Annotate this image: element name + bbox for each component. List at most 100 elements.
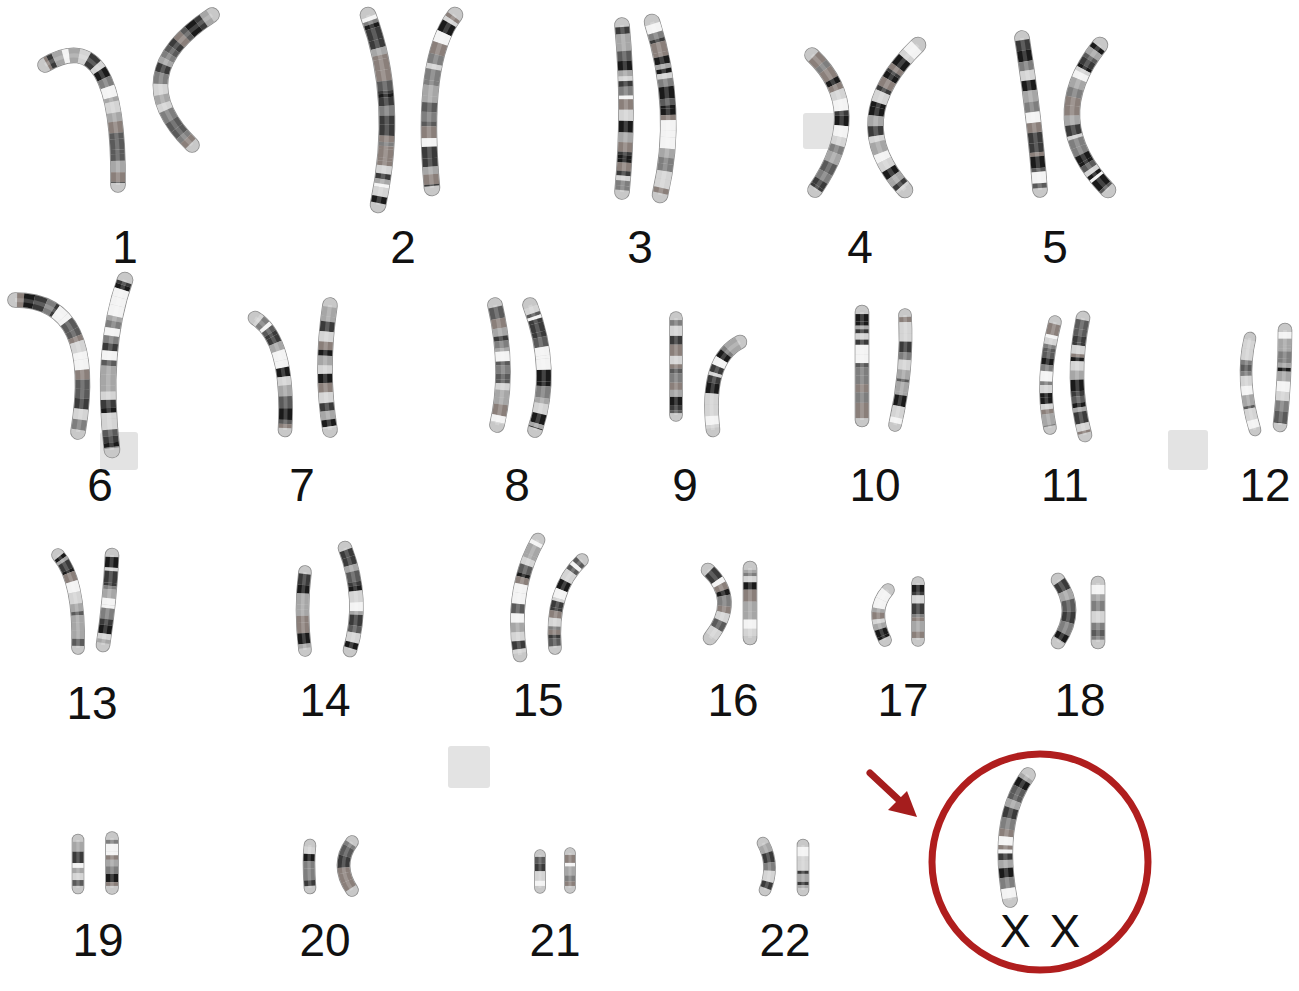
chromosome-band	[344, 842, 353, 890]
label-anchor: 13	[66, 680, 117, 726]
chromosome-band	[530, 305, 544, 430]
chromosome-band	[565, 853, 575, 888]
chromosome-band	[554, 560, 582, 648]
chromosome-highlight	[652, 22, 668, 195]
chromosome-band	[1280, 330, 1285, 425]
chromosome-highlight	[1005, 775, 1028, 900]
chromosome-band	[712, 342, 740, 430]
chromosome-band	[106, 838, 118, 888]
chromosome-body	[495, 305, 503, 425]
chromosome-band	[1077, 318, 1085, 435]
chromosome-band	[744, 568, 757, 638]
chromosome-band	[652, 22, 668, 195]
chromosome-band	[325, 305, 330, 430]
chromosome-band	[15, 300, 83, 432]
chromosome-band	[309, 845, 310, 888]
chromosome	[1005, 775, 1028, 900]
chromosome-band	[744, 568, 757, 638]
chromosome-body	[530, 305, 544, 430]
chromosome-highlight	[15, 300, 83, 432]
chromosome-band	[368, 15, 387, 205]
chromosome-number: 20	[299, 914, 350, 966]
chromosome-band	[708, 570, 725, 638]
chromosome-band	[160, 15, 212, 145]
chromosome-band	[73, 840, 84, 888]
chromosome-band	[554, 560, 582, 648]
chromosome	[878, 590, 888, 640]
chromosome-band	[670, 318, 682, 415]
chromosome-band	[1072, 45, 1108, 190]
chromosome-band	[517, 540, 538, 655]
chromosome	[1098, 583, 1099, 642]
chromosome-band	[1046, 322, 1055, 428]
chromosome-band	[15, 300, 83, 432]
chromosome-band	[429, 15, 455, 188]
chromosome-body	[309, 845, 310, 888]
chromosome-body	[303, 572, 306, 650]
chromosome	[862, 312, 863, 420]
chromosome-highlight	[495, 305, 503, 425]
chromosome-band	[744, 568, 757, 638]
chromosome-band	[303, 572, 306, 650]
chromosome-band	[517, 540, 538, 655]
chromosome-band	[1246, 338, 1255, 430]
chromosome-band	[1280, 330, 1285, 425]
chromosome-band	[58, 555, 78, 648]
chromosome-band	[160, 15, 212, 145]
chromosome-band	[554, 560, 582, 648]
chromosome	[803, 845, 804, 890]
chromosome-band	[878, 590, 888, 640]
chromosome-band	[530, 305, 544, 430]
chromosome-band	[744, 568, 757, 638]
chromosome-band	[58, 555, 78, 648]
chromosome-band	[1077, 318, 1085, 435]
chromosome-band	[856, 312, 869, 420]
chromosome-band	[517, 540, 538, 655]
chromosome-body	[812, 55, 842, 190]
chromosome-band	[58, 555, 78, 648]
chromosome-band	[108, 280, 125, 450]
chromosome-band	[1072, 45, 1108, 190]
chromosome-band	[103, 555, 112, 645]
chromosome-band	[429, 15, 455, 188]
chromosome-band	[1280, 330, 1285, 425]
chromosome-highlight	[309, 845, 310, 888]
chromosome-band	[1072, 45, 1108, 190]
chromosome-band	[622, 25, 626, 192]
chromosome-band	[875, 45, 918, 190]
chromosome-body	[622, 25, 626, 192]
chromosome-band	[1072, 45, 1108, 190]
chromosome-band	[1246, 338, 1255, 430]
chromosome-band	[744, 568, 757, 638]
chromosome-band	[255, 318, 286, 430]
chromosome-body	[429, 15, 455, 188]
chromosome-band	[368, 15, 387, 205]
chromosome-band	[622, 25, 626, 192]
chromosome-band	[325, 305, 330, 430]
chromosome-band	[15, 300, 83, 432]
chromosome-band	[1092, 583, 1105, 642]
chromosome-band	[1058, 580, 1069, 642]
chromosome-band	[895, 315, 906, 425]
chromosome-band	[652, 22, 668, 195]
chromosome-band	[812, 55, 842, 190]
chromosome-outline	[72, 840, 85, 888]
chromosome-band	[1077, 318, 1085, 435]
highlight-circle: X X	[928, 750, 1152, 974]
chromosome-band	[1058, 580, 1069, 642]
chromosome-band	[15, 300, 83, 432]
chromosome-band	[878, 590, 888, 640]
chromosome-band	[1072, 45, 1108, 190]
chromosome-band	[303, 572, 306, 650]
chromosome-band	[530, 305, 544, 430]
chromosome-band	[652, 22, 668, 195]
chromosome-band	[495, 305, 503, 425]
chromosome-band	[1005, 775, 1028, 900]
chromosome-band	[58, 555, 78, 648]
chromosome-band	[344, 842, 353, 890]
chromosome-band	[255, 318, 286, 430]
chromosome-band	[103, 555, 112, 645]
chromosome-band	[106, 838, 118, 888]
chromosome-band	[103, 555, 112, 645]
chromosome-band	[1058, 580, 1069, 642]
